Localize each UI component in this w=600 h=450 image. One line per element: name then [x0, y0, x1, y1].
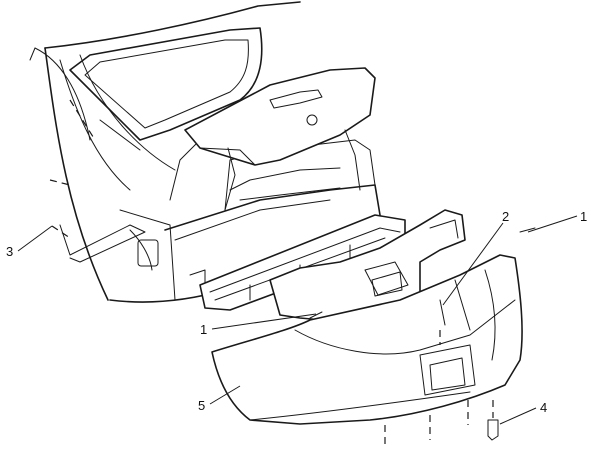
fasteners: [51, 224, 536, 441]
callout-2: 2: [502, 209, 509, 224]
trunk-lid: [184, 67, 376, 211]
callout-labels: 1 1 2 3 4 5: [6, 209, 587, 415]
leader-lines: [17, 215, 578, 425]
callout-3: 3: [6, 244, 13, 259]
callout-5: 5: [198, 398, 205, 413]
callout-1-top: 1: [580, 209, 587, 224]
callout-1-left: 1: [200, 322, 207, 337]
bumper-fascia: [211, 254, 523, 448]
callout-4: 4: [540, 400, 547, 415]
